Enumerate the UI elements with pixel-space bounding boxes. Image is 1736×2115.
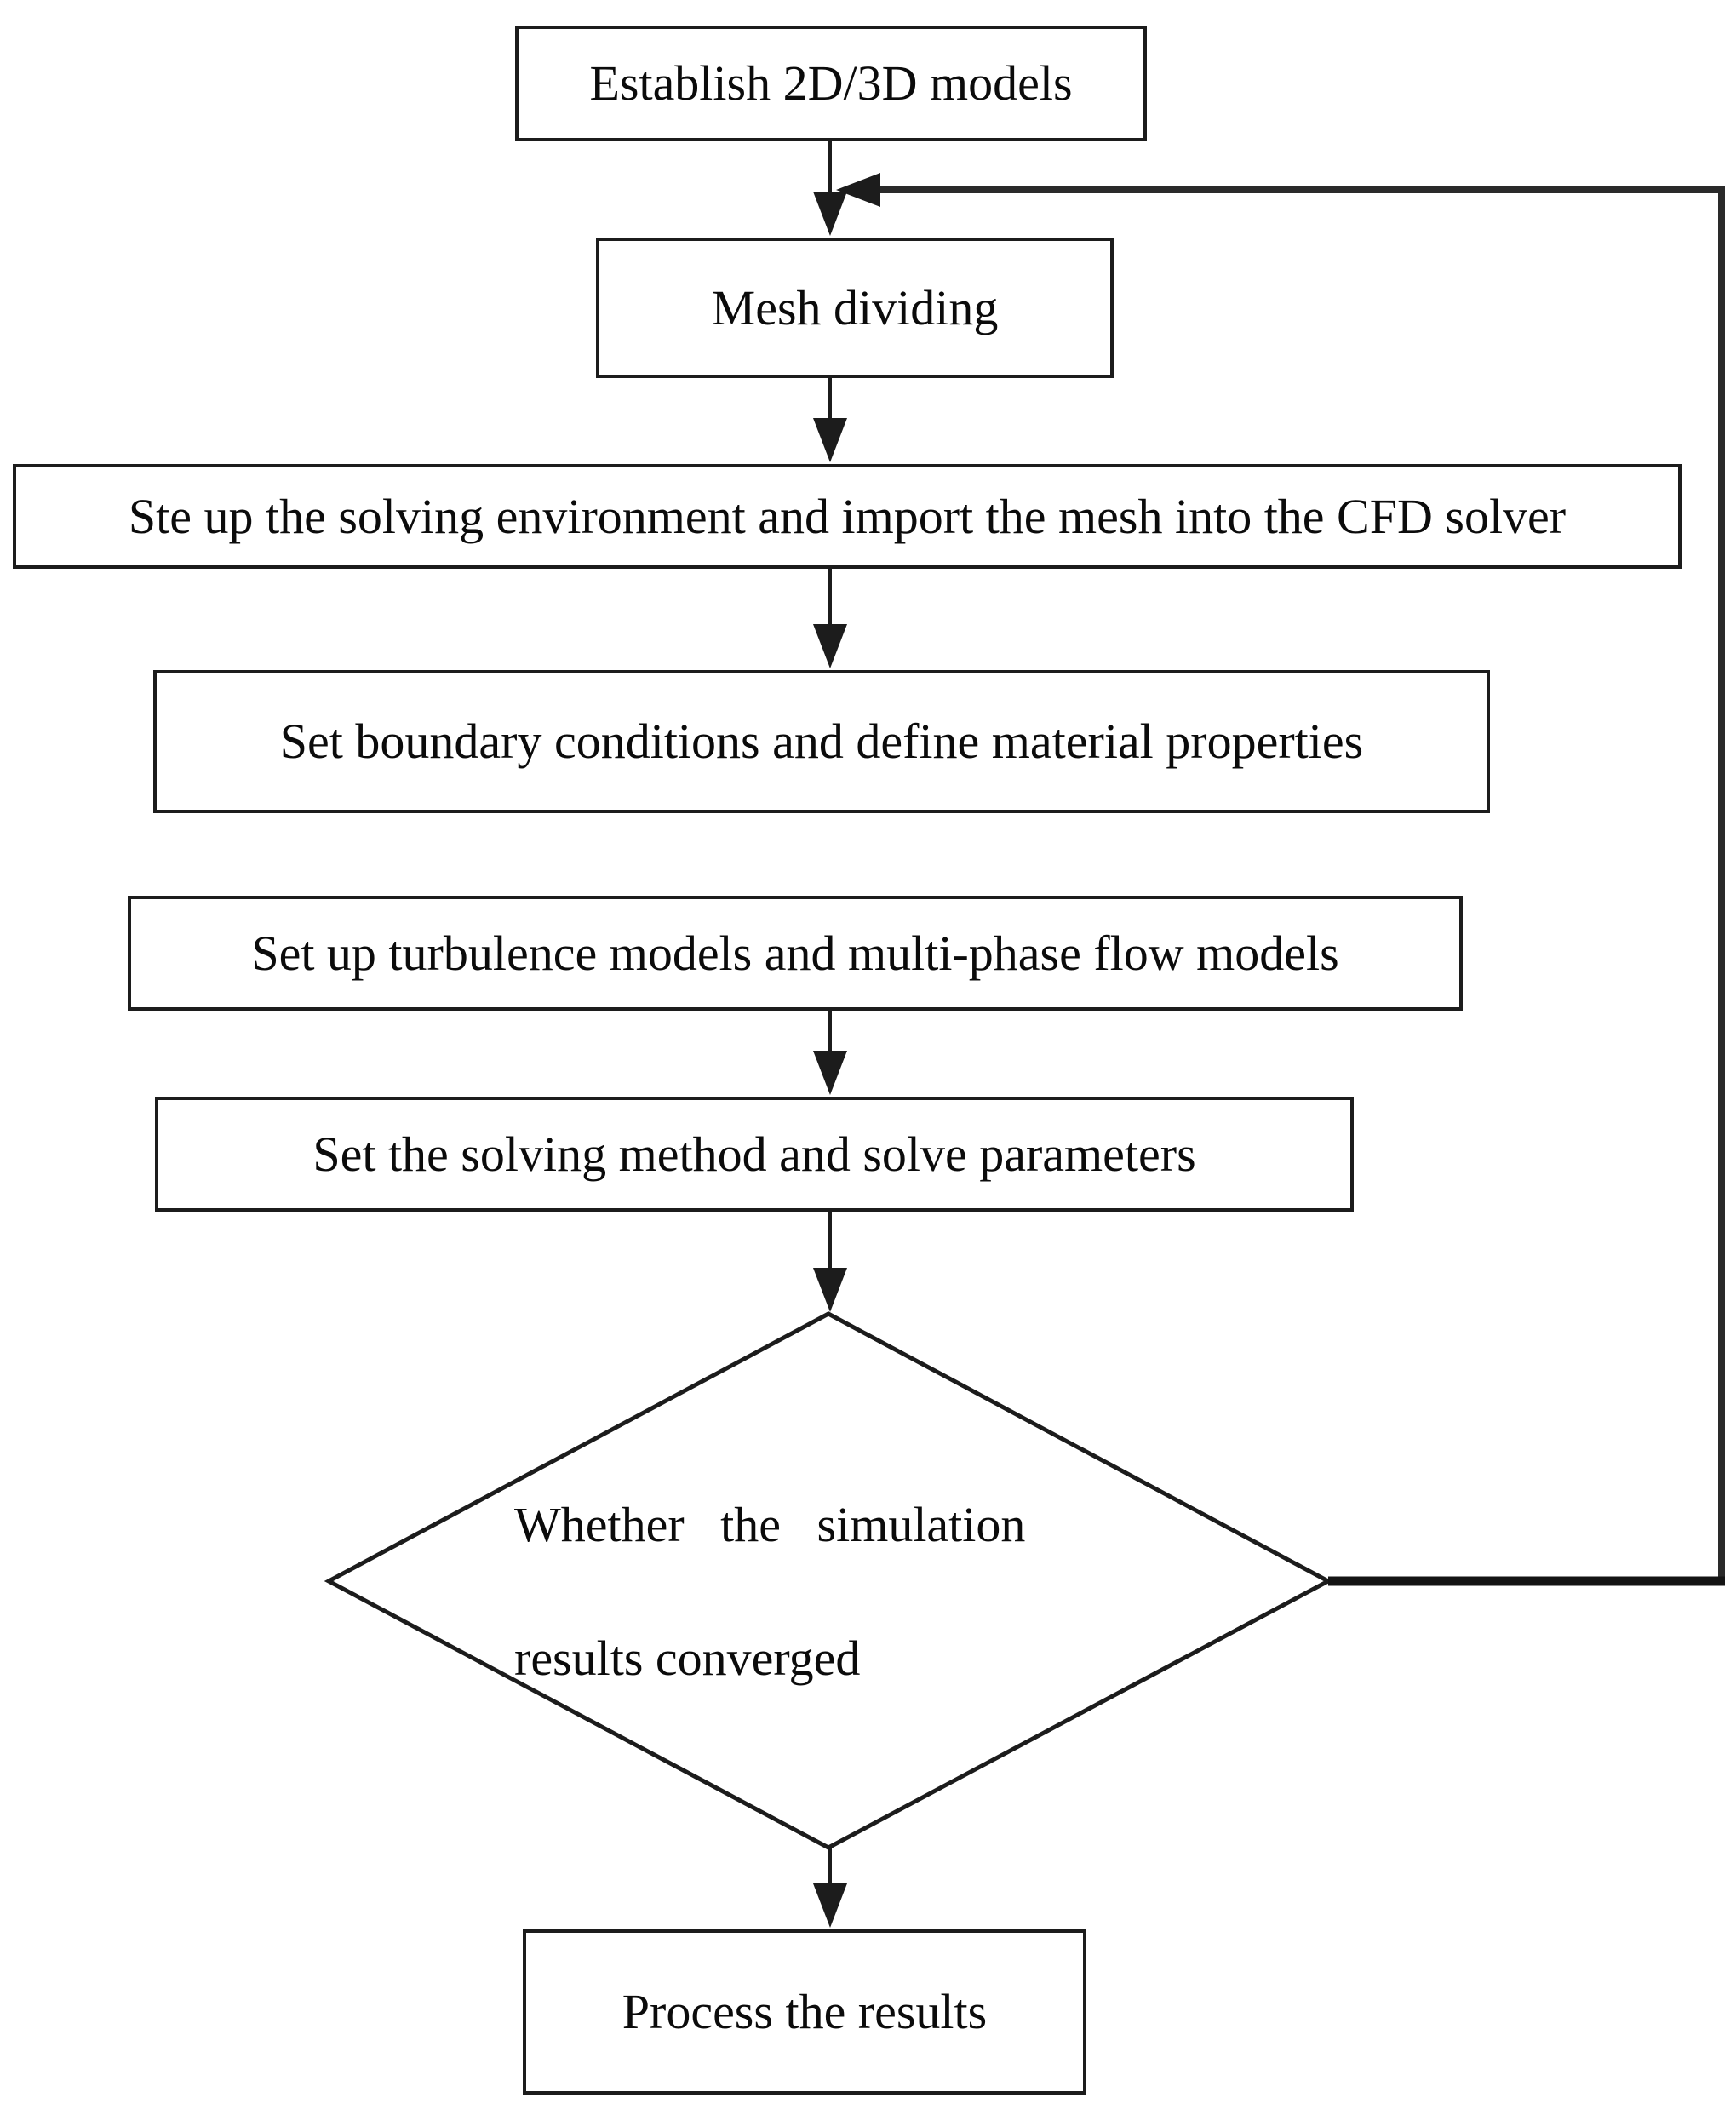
node-boundary-conditions-label: Set boundary conditions and define mater…: [279, 714, 1364, 770]
feedback-loop-line: [879, 186, 1725, 1585]
node-mesh-dividing: Mesh dividing: [596, 238, 1114, 378]
node-solver-setup: Ste up the solving environment and impor…: [13, 464, 1682, 569]
node-process-results-label: Process the results: [622, 1984, 988, 2040]
node-establish-models: Establish 2D/3D models: [515, 26, 1147, 141]
node-turbulence-models-label: Set up turbulence models and multi-phase…: [251, 925, 1339, 981]
node-solving-method: Set the solving method and solve paramet…: [155, 1097, 1354, 1212]
node-establish-models-label: Establish 2D/3D models: [589, 55, 1073, 112]
decision-label-line1: Whether the simulation: [514, 1497, 1026, 1552]
arrowhead-turbulence-to-method-icon: [813, 1051, 847, 1095]
node-boundary-conditions: Set boundary conditions and define mater…: [153, 670, 1490, 813]
node-solver-setup-label: Ste up the solving environment and impor…: [128, 488, 1567, 544]
node-solving-method-label: Set the solving method and solve paramet…: [312, 1126, 1196, 1182]
feedback-arrowhead-icon: [836, 173, 880, 207]
arrowhead-mesh-to-solver-icon: [813, 418, 847, 462]
node-process-results: Process the results: [523, 1929, 1086, 2095]
arrowhead-decision-to-process-icon: [813, 1883, 847, 1928]
node-turbulence-models: Set up turbulence models and multi-phase…: [128, 896, 1463, 1011]
decision-label-line2: results converged: [514, 1631, 861, 1686]
node-mesh-dividing-label: Mesh dividing: [711, 279, 999, 335]
decision-diamond-shape: [324, 1311, 1333, 1850]
arrowhead-method-to-decision-icon: [813, 1268, 847, 1312]
arrowhead-solver-to-boundary-icon: [813, 624, 847, 668]
arrowhead-establish-to-mesh-icon: [813, 192, 847, 236]
